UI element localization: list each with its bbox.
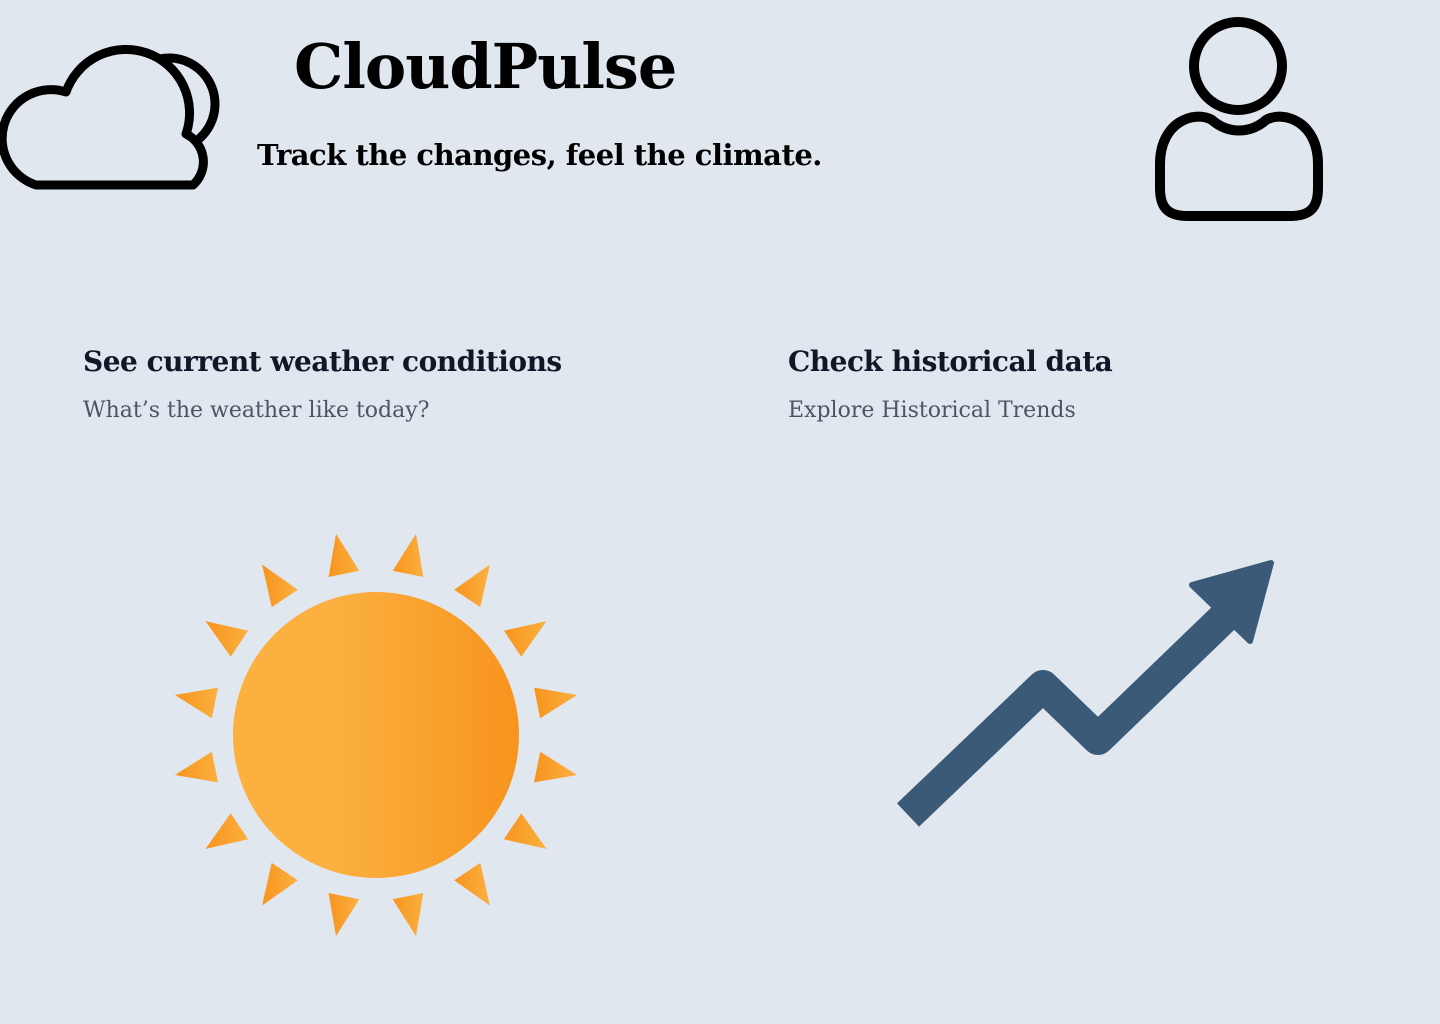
current-weather-title: See current weather conditions [83,345,562,378]
sun-ray [262,564,298,608]
current-weather-card[interactable]: See current weather conditions What’s th… [83,345,643,945]
sun-ray [503,813,547,849]
sun-ray [174,687,218,719]
sun-ray [392,893,424,937]
sun-ray [328,533,360,577]
sun-ray [328,893,360,937]
trend-up-icon [896,560,1274,827]
sun-ray [205,813,249,849]
historical-data-card[interactable]: Check historical data Explore Historical… [788,345,1348,865]
sun-ray [454,564,490,608]
app-title: CloudPulse [294,30,677,103]
sun-ray [174,751,218,783]
sun-ray [262,862,298,906]
sun-ray [503,621,547,657]
historical-data-subtitle: Explore Historical Trends [788,398,1076,423]
current-weather-subtitle: What’s the weather like today? [83,398,430,423]
sun-icon [174,533,578,937]
sun-ray [534,751,578,783]
cloud-sun-icon [0,44,220,190]
sun-ray [205,621,249,657]
sun-ray [454,862,490,906]
app-tagline: Track the changes, feel the climate. [257,138,822,172]
sun-ray [392,533,424,577]
sun-ray [534,687,578,719]
historical-data-title: Check historical data [788,345,1113,378]
profile-button[interactable] [1150,12,1330,224]
user-icon [1155,17,1323,221]
